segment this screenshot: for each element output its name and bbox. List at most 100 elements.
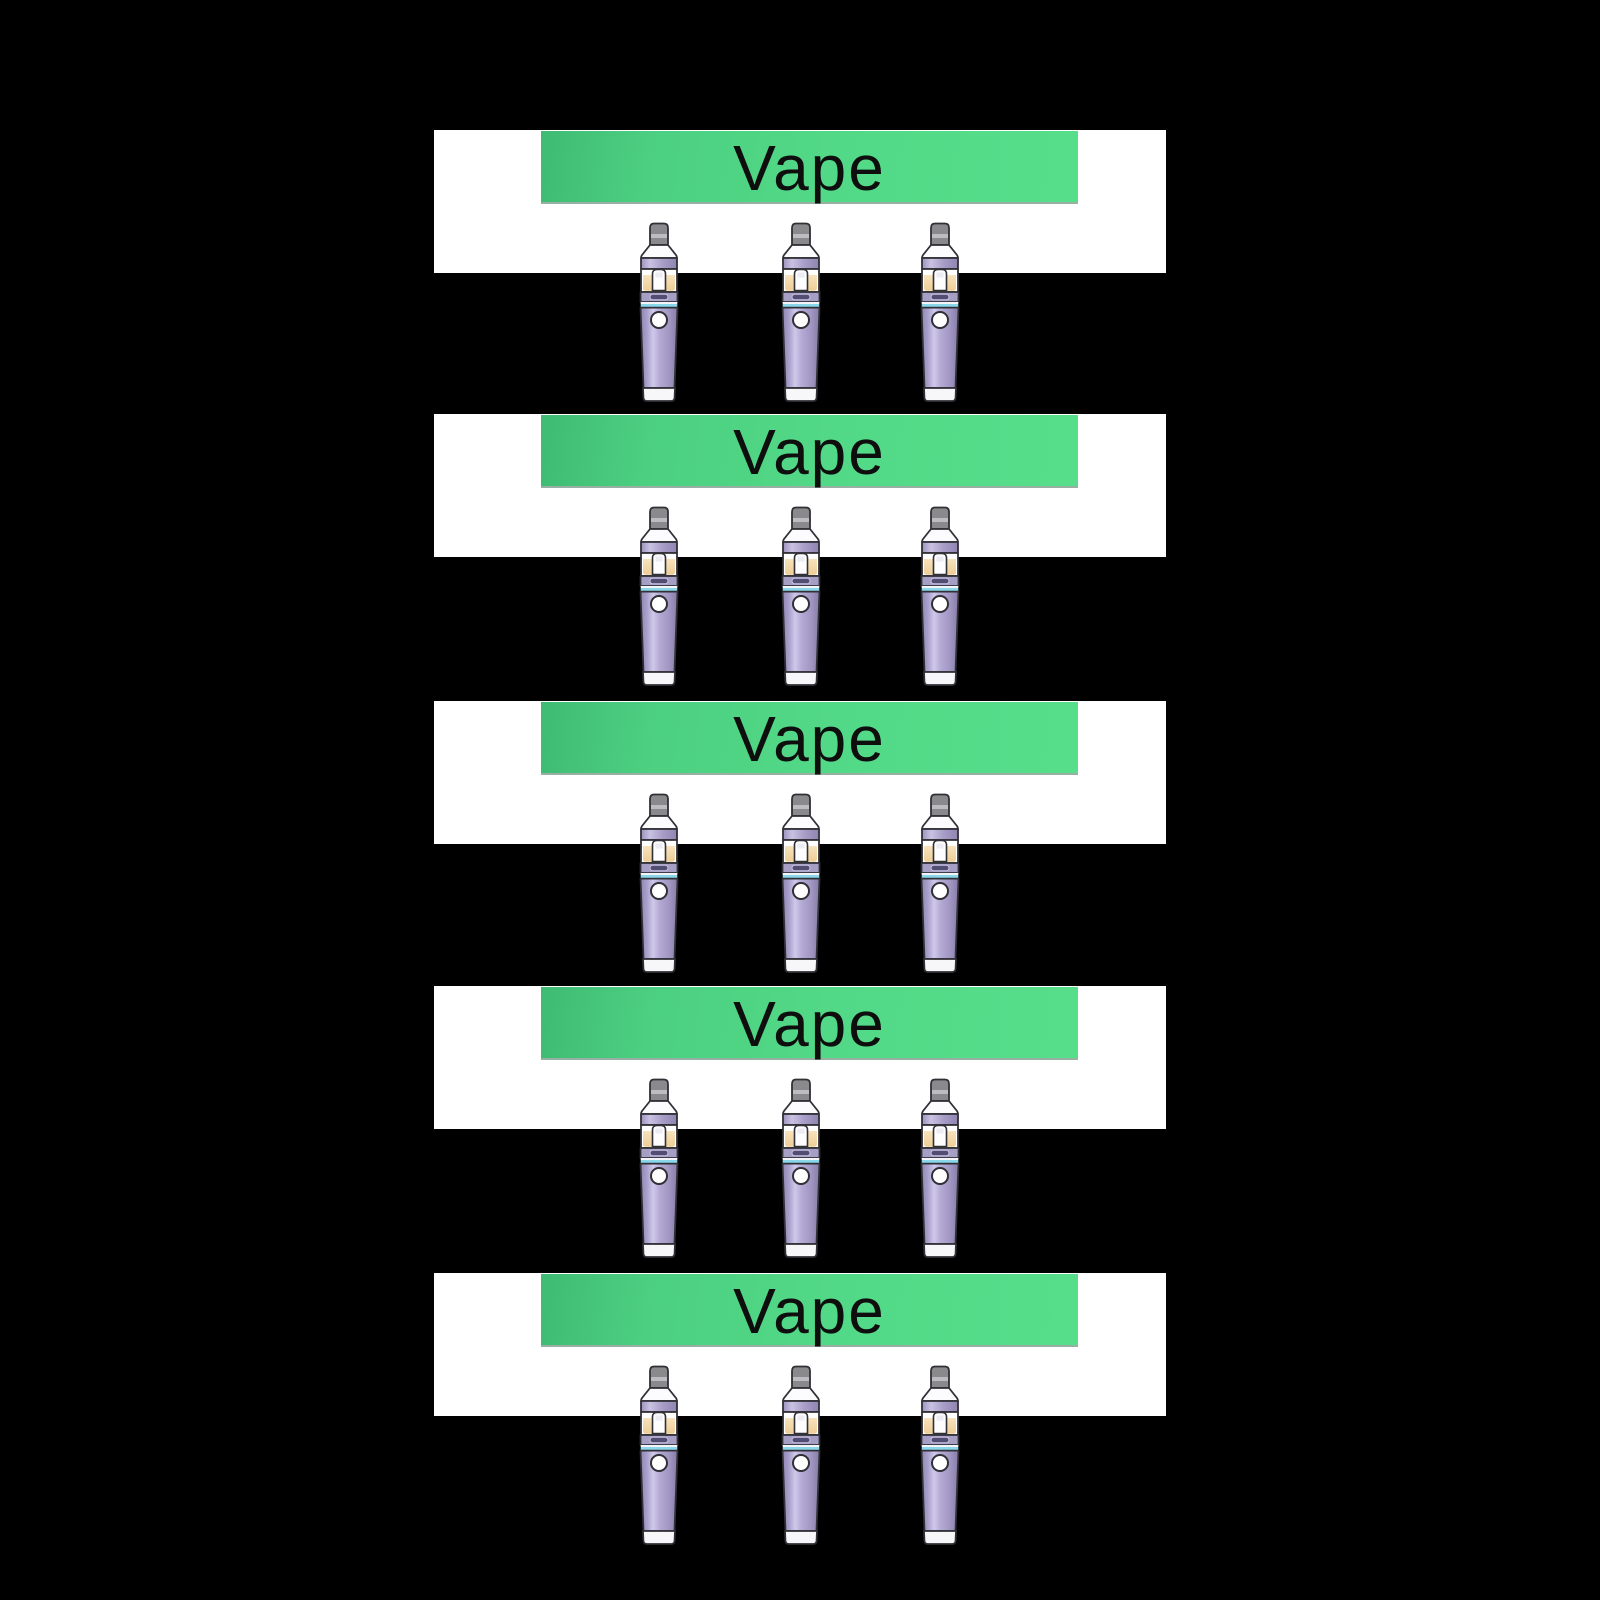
vape-pen-illustration bbox=[639, 1078, 679, 1258]
fire-button bbox=[931, 1167, 949, 1185]
vape-banner: Vape bbox=[541, 1274, 1078, 1345]
vape-banner: Vape bbox=[541, 987, 1078, 1058]
vape-pen-illustration bbox=[639, 1365, 679, 1545]
fire-button bbox=[931, 311, 949, 329]
vape-pen-illustration bbox=[781, 1365, 821, 1545]
white-stripe bbox=[640, 1158, 678, 1160]
cyan-stripe bbox=[640, 1447, 678, 1451]
white-stripe bbox=[921, 873, 959, 875]
product-card: Vape bbox=[434, 986, 1166, 1258]
pen-base bbox=[784, 958, 818, 973]
coil-notch bbox=[655, 1415, 663, 1421]
product-card: Vape bbox=[434, 130, 1166, 402]
vape-pen-illustration bbox=[920, 793, 960, 973]
tip-band bbox=[932, 805, 948, 809]
tip-band bbox=[932, 1377, 948, 1381]
vape-pen-illustration bbox=[781, 793, 821, 973]
airflow-slot bbox=[791, 293, 811, 301]
cyan-stripe bbox=[782, 875, 820, 879]
coil-notch bbox=[797, 1415, 805, 1421]
tip-band bbox=[651, 1377, 667, 1381]
coil-notch bbox=[655, 843, 663, 849]
airflow-slot bbox=[649, 577, 669, 585]
pen-base bbox=[642, 958, 676, 973]
airflow-slot bbox=[791, 864, 811, 872]
vape-pen-illustration bbox=[639, 222, 679, 402]
cyan-stripe bbox=[782, 588, 820, 592]
fire-button bbox=[650, 882, 668, 900]
fire-button bbox=[650, 311, 668, 329]
airflow-slot bbox=[791, 1149, 811, 1157]
white-stripe bbox=[782, 1445, 820, 1447]
vape-pen-illustration bbox=[920, 1365, 960, 1545]
cyan-stripe bbox=[921, 304, 959, 308]
white-stripe bbox=[921, 302, 959, 304]
airflow-slot bbox=[930, 864, 950, 872]
banner-label: Vape bbox=[733, 703, 886, 775]
coil-notch bbox=[797, 272, 805, 278]
fire-button bbox=[931, 595, 949, 613]
fire-button bbox=[650, 1167, 668, 1185]
coil-notch bbox=[936, 272, 944, 278]
pen-base bbox=[642, 387, 676, 402]
white-stripe bbox=[782, 302, 820, 304]
white-stripe bbox=[640, 586, 678, 588]
banner-label: Vape bbox=[733, 132, 886, 204]
banner-label: Vape bbox=[733, 1275, 886, 1347]
pen-base bbox=[923, 1530, 957, 1545]
pen-base bbox=[923, 387, 957, 402]
product-card: Vape bbox=[434, 701, 1166, 973]
cyan-stripe bbox=[921, 1447, 959, 1451]
banner-label: Vape bbox=[733, 416, 886, 488]
white-stripe bbox=[640, 302, 678, 304]
tip-band bbox=[651, 234, 667, 238]
cyan-stripe bbox=[921, 875, 959, 879]
airflow-slot bbox=[649, 864, 669, 872]
tip-band bbox=[793, 234, 809, 238]
airflow-slot bbox=[930, 577, 950, 585]
white-stripe bbox=[782, 586, 820, 588]
product-card: Vape bbox=[434, 1273, 1166, 1545]
tip-band bbox=[793, 1090, 809, 1094]
pen-base bbox=[784, 387, 818, 402]
white-stripe bbox=[921, 586, 959, 588]
white-stripe bbox=[782, 1158, 820, 1160]
white-stripe bbox=[782, 873, 820, 875]
cyan-stripe bbox=[921, 588, 959, 592]
cyan-stripe bbox=[640, 875, 678, 879]
fire-button bbox=[792, 1167, 810, 1185]
tip-band bbox=[932, 1090, 948, 1094]
fire-button bbox=[931, 882, 949, 900]
tip-band bbox=[932, 518, 948, 522]
coil-notch bbox=[936, 1415, 944, 1421]
vape-pen-illustration bbox=[920, 222, 960, 402]
coil-notch bbox=[797, 1128, 805, 1134]
airflow-slot bbox=[649, 293, 669, 301]
cyan-stripe bbox=[921, 1160, 959, 1164]
white-stripe bbox=[921, 1445, 959, 1447]
fire-button bbox=[931, 1454, 949, 1472]
coil-notch bbox=[936, 556, 944, 562]
vape-pen-illustration bbox=[920, 506, 960, 686]
fire-button bbox=[650, 1454, 668, 1472]
coil-notch bbox=[936, 1128, 944, 1134]
airflow-slot bbox=[930, 1149, 950, 1157]
cyan-stripe bbox=[782, 304, 820, 308]
coil-notch bbox=[797, 843, 805, 849]
coil-notch bbox=[655, 1128, 663, 1134]
white-stripe bbox=[921, 1158, 959, 1160]
coil-notch bbox=[797, 556, 805, 562]
pen-base bbox=[642, 1243, 676, 1258]
vape-pen-illustration bbox=[781, 1078, 821, 1258]
banner-label: Vape bbox=[733, 988, 886, 1060]
cyan-stripe bbox=[782, 1447, 820, 1451]
fire-button bbox=[792, 882, 810, 900]
vape-pen-illustration bbox=[781, 506, 821, 686]
coil-notch bbox=[936, 843, 944, 849]
cyan-stripe bbox=[640, 1160, 678, 1164]
coil-notch bbox=[655, 556, 663, 562]
airflow-slot bbox=[791, 1436, 811, 1444]
tip-band bbox=[651, 518, 667, 522]
pen-base bbox=[923, 671, 957, 686]
cyan-stripe bbox=[640, 304, 678, 308]
